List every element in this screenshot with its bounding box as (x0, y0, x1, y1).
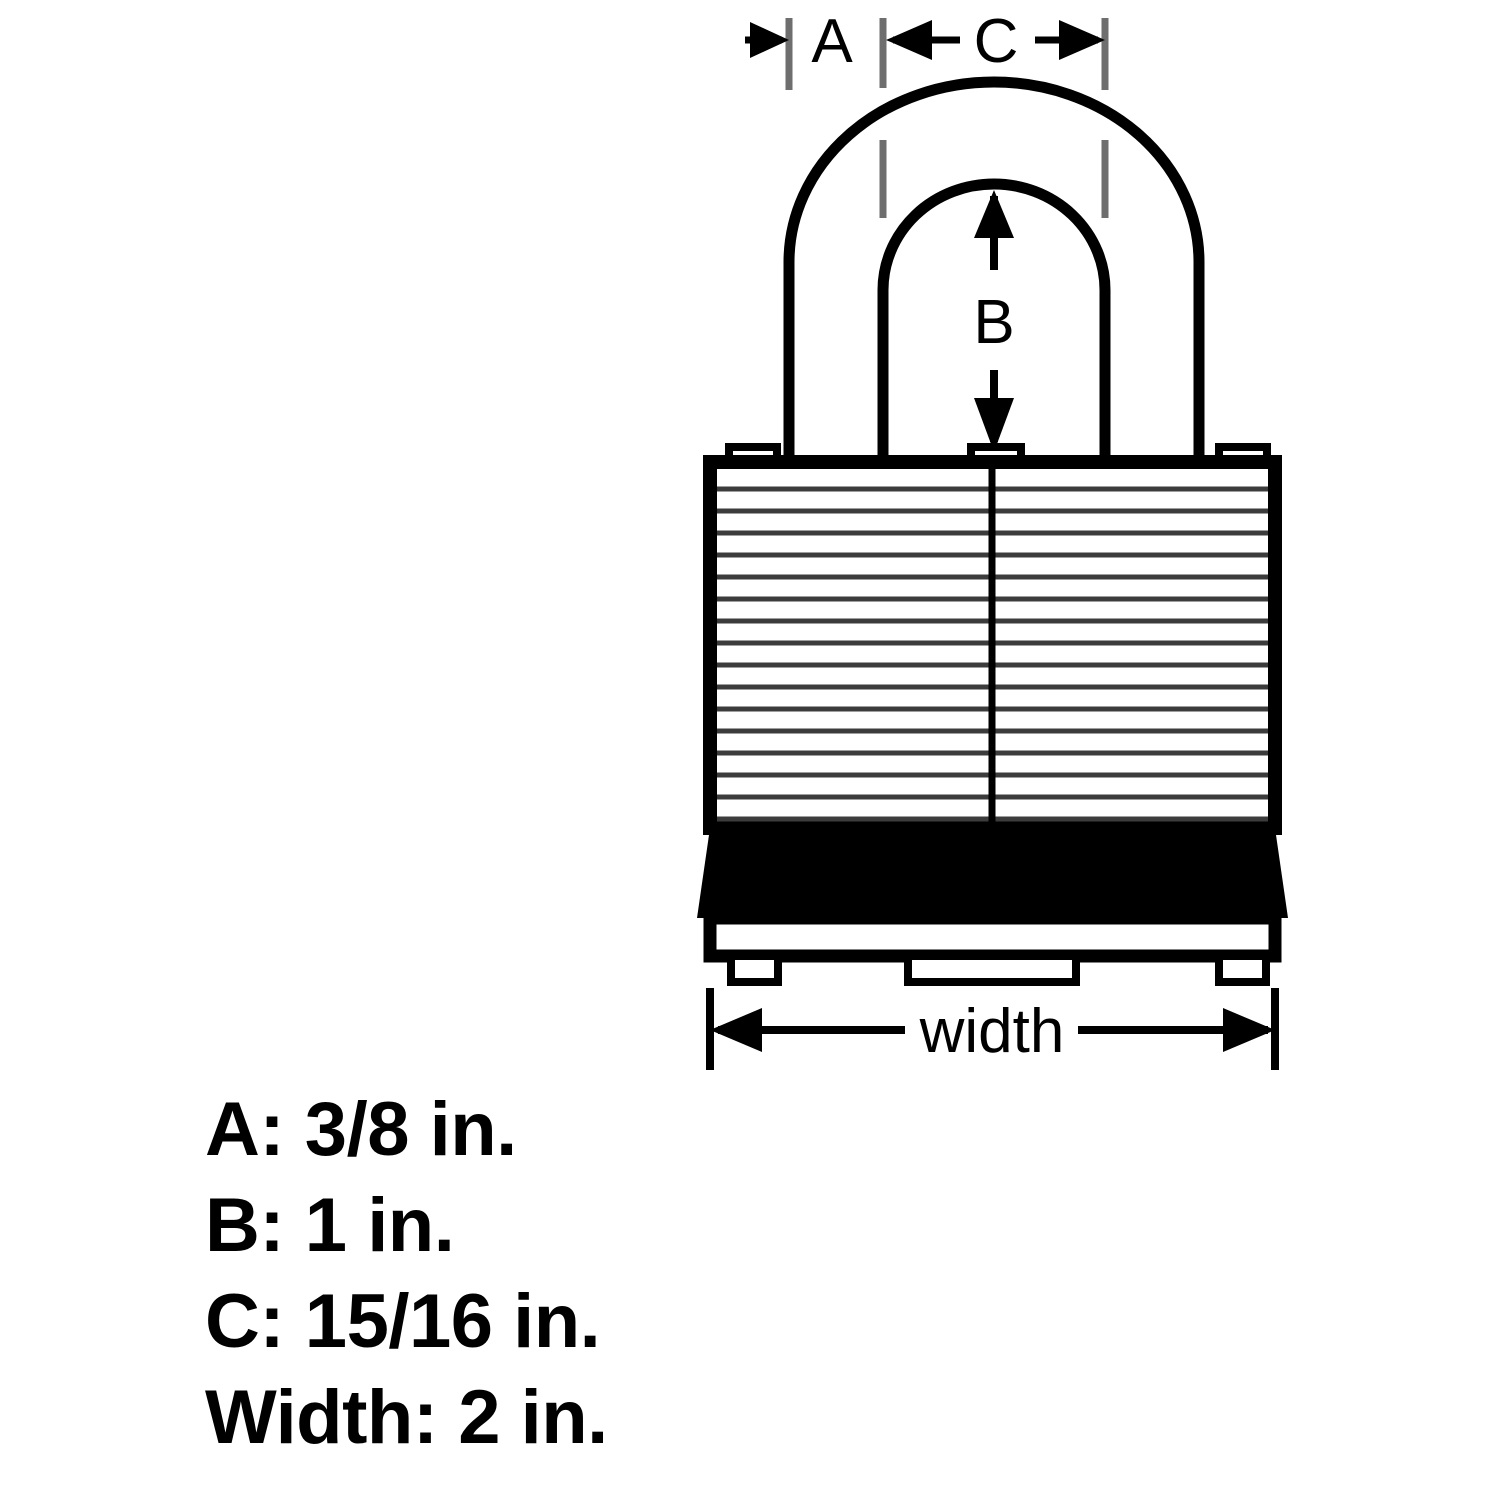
bumper-band (697, 828, 1288, 918)
shackle (783, 76, 1205, 462)
arrow-c-right-icon (1059, 20, 1105, 60)
dimension-c: C (886, 7, 1105, 76)
arrow-a-right-icon (750, 22, 789, 58)
spec-line-width: Width: 2 in. (205, 1375, 608, 1460)
lock-body (703, 455, 1282, 835)
top-extension-lines (785, 18, 1109, 90)
base-plate (703, 911, 1282, 963)
dimension-a: A (745, 7, 853, 76)
dimension-width: width (706, 988, 1279, 1070)
arrow-c-left-icon (886, 20, 932, 60)
dimension-b: B (973, 190, 1015, 452)
spec-line-c: C: 15/16 in. (205, 1279, 601, 1364)
arrow-b-down-icon (974, 398, 1014, 452)
arrow-b-up-icon (974, 190, 1014, 238)
dimension-spec-list: A: 3/8 in. B: 1 in. C: 15/16 in. Width: … (205, 1082, 1005, 1466)
spec-line-b: B: 1 in. (205, 1183, 455, 1268)
body-bottom-tabs (727, 952, 1270, 986)
dimension-c-label: C (974, 7, 1019, 76)
dimension-a-label: A (811, 7, 853, 76)
dimension-b-label: B (973, 288, 1014, 357)
arrow-width-left-icon (710, 1008, 762, 1052)
dimension-width-label: width (919, 997, 1065, 1066)
arrow-width-right-icon (1223, 1008, 1275, 1052)
spec-line-a: A: 3/8 in. (205, 1087, 517, 1172)
inner-extension-ticks (879, 140, 1109, 218)
